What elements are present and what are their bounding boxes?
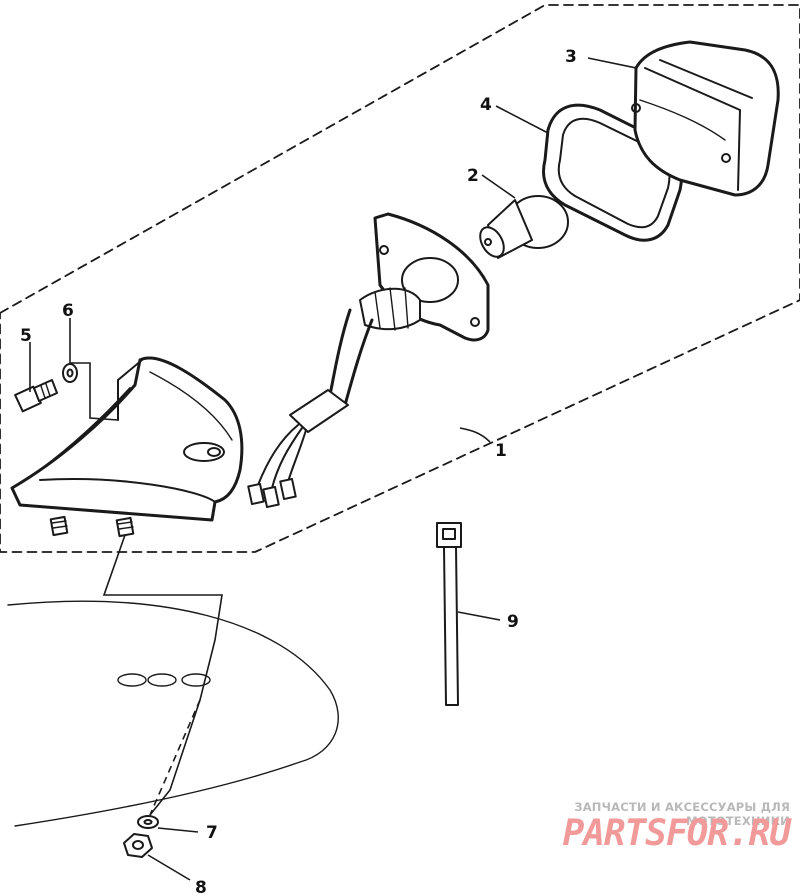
callout-9: 9 bbox=[507, 612, 519, 632]
nut bbox=[123, 833, 153, 858]
lock-washer bbox=[137, 815, 159, 829]
watermark-logo[interactable]: PARTSFOR.RU bbox=[562, 813, 791, 854]
lens bbox=[631, 40, 780, 197]
stud-mounting-line bbox=[102, 534, 223, 816]
cable-tie bbox=[436, 522, 462, 706]
callout-5: 5 bbox=[20, 326, 32, 346]
callout-7: 7 bbox=[206, 823, 218, 843]
callout-3: 3 bbox=[565, 47, 577, 67]
callout-2: 2 bbox=[467, 166, 479, 186]
bolt bbox=[14, 379, 58, 413]
bulb bbox=[479, 195, 569, 259]
callout-1: 1 bbox=[495, 441, 507, 461]
callout-4: 4 bbox=[480, 95, 492, 115]
washer bbox=[62, 363, 78, 383]
turn-signal-body bbox=[10, 356, 244, 538]
mounting-stalk bbox=[247, 212, 490, 509]
callout-6: 6 bbox=[62, 301, 74, 321]
watermark-tagline: ЗАПЧАСТИ И АКСЕССУАРЫ ДЛЯ МОТОТЕХНИКИ bbox=[574, 800, 790, 828]
leader-lines bbox=[29, 57, 637, 881]
fairing-panel bbox=[7, 600, 339, 827]
callout-8: 8 bbox=[195, 878, 207, 896]
